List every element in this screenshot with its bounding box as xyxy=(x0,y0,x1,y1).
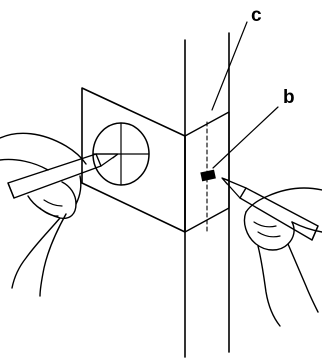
right-hand-with-pencil xyxy=(221,177,322,327)
callout-line-b xyxy=(212,106,279,169)
pencil-mark-b xyxy=(200,169,216,182)
drilling-template xyxy=(81,87,230,233)
label-b: b xyxy=(283,87,295,108)
label-c: c xyxy=(251,5,262,26)
left-hand-with-pencil xyxy=(0,132,119,297)
callout-line-c xyxy=(211,21,248,111)
